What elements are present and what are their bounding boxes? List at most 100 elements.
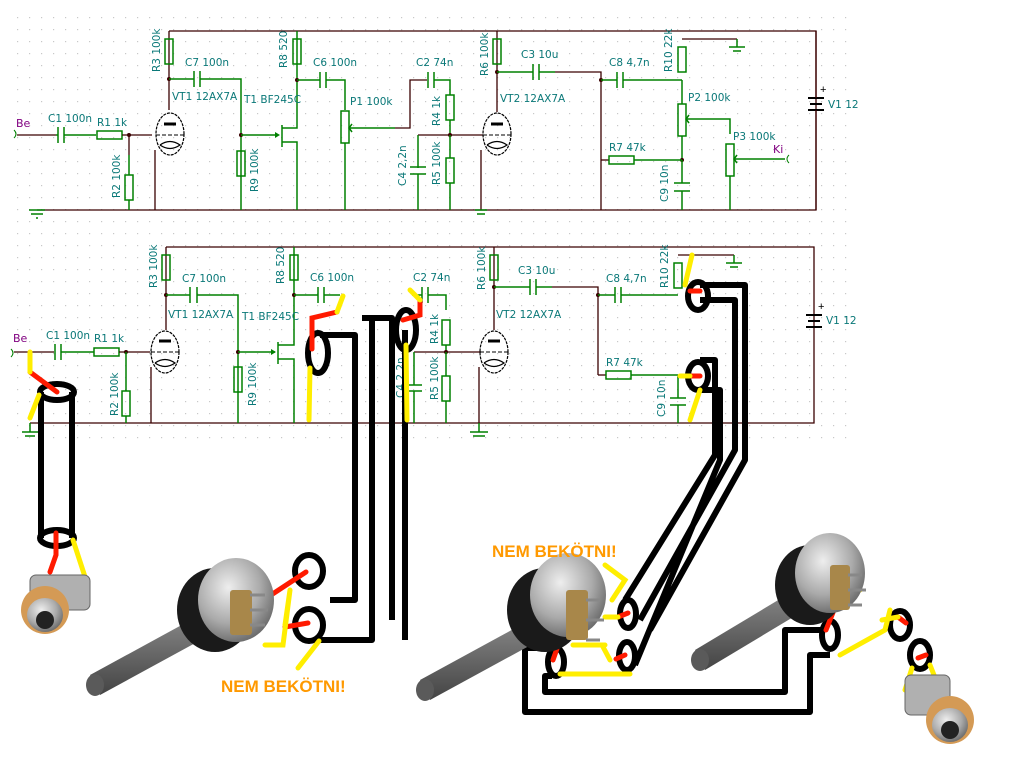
R10-label: R10 22k <box>659 244 671 288</box>
C1-label: C1 100n <box>48 113 92 125</box>
R9-label: R9 100k <box>249 148 261 192</box>
R7-label: R7 47k <box>609 142 647 154</box>
C3-label: C3 10u <box>518 265 555 277</box>
battery-polarity: + <box>818 301 824 313</box>
R10-resistor <box>673 254 742 289</box>
R8-label: R8 520 <box>278 31 290 68</box>
C7-capacitor <box>166 287 239 423</box>
P2-potentiometer <box>677 80 731 160</box>
supply-rail <box>30 246 815 424</box>
R10-resistor <box>677 38 745 73</box>
R8-resistor <box>289 254 299 281</box>
R6-label: R6 100k <box>476 246 488 290</box>
R6-label: R6 100k <box>479 32 491 76</box>
P1-label: P1 100k <box>350 96 393 108</box>
C1-capacitor <box>54 344 94 360</box>
V1-battery <box>806 314 822 328</box>
pot-P3 <box>691 533 866 671</box>
R7-label: R7 47k <box>606 357 644 369</box>
warning-text-2: NEM BEKÖTNI! <box>492 542 617 561</box>
C4-label: C4 2,2n <box>397 145 409 186</box>
warning-text-1: NEM BEKÖTNI! <box>221 677 346 696</box>
R2-resistor <box>124 135 134 210</box>
T1-jfet <box>241 31 298 210</box>
C2-capacitor <box>427 72 451 95</box>
R4-resistor <box>445 94 455 135</box>
C6-capacitor <box>297 72 395 210</box>
C6-label: C6 100n <box>310 272 354 284</box>
VT1-tube <box>150 247 180 423</box>
R2-label: R2 100k <box>109 372 121 416</box>
R4-label: R4 1k <box>429 313 441 344</box>
VT2-label: VT2 12AX7A <box>500 93 566 105</box>
C7-label: C7 100n <box>182 273 226 285</box>
V1-label: V1 12 <box>828 99 859 111</box>
output-jack <box>904 674 974 744</box>
R3-label: R3 100k <box>148 244 160 288</box>
C2-label: C2 74n <box>413 272 450 284</box>
R10-label: R10 22k <box>663 28 675 72</box>
ground-symbol <box>22 423 488 437</box>
wire <box>395 79 427 129</box>
P2-label: P2 100k <box>688 92 731 104</box>
C9-capacitor <box>670 375 686 423</box>
R6-resistor <box>492 38 502 65</box>
pot-P1 <box>86 558 274 696</box>
C3-capacitor <box>497 64 602 210</box>
input-port-label: Be <box>13 332 28 345</box>
C9-capacitor <box>674 160 690 210</box>
R5-resistor <box>445 135 455 210</box>
battery-polarity: + <box>820 84 826 96</box>
T1-jfet <box>238 247 295 423</box>
schematic-original: Be C1 100n R1 1k R2 100k VT1 12AX7A R3 1… <box>13 28 859 219</box>
input-jack <box>21 574 91 634</box>
C3-capacitor <box>494 279 599 375</box>
R2-resistor <box>121 352 131 423</box>
VT1-tube <box>154 31 185 210</box>
R6-resistor <box>489 254 499 281</box>
output-connector-icon <box>786 154 790 164</box>
C9-label: C9 10n <box>659 165 671 202</box>
VT2-label: VT2 12AX7A <box>496 309 562 321</box>
C3-label: C3 10u <box>521 49 558 61</box>
P3-potentiometer <box>725 143 785 210</box>
R2-label: R2 100k <box>111 154 123 198</box>
C6-capacitor <box>294 287 340 303</box>
P3-label: P3 100k <box>733 131 776 143</box>
V1-label: V1 12 <box>826 315 857 327</box>
R7-resistor <box>601 155 682 165</box>
pot-P2 <box>416 553 606 701</box>
C9-label: C9 10n <box>656 380 668 417</box>
R3-label: R3 100k <box>151 28 163 72</box>
schematic-wiring: Be C1 100n R1 1k R2 100k VT1 12AX7A R3 1… <box>10 244 857 437</box>
R5-resistor <box>441 352 451 423</box>
C1-capacitor <box>56 127 96 143</box>
C6-label: C6 100n <box>313 57 357 69</box>
C8-label: C8 4,7n <box>606 273 647 285</box>
input-port-label: Be <box>16 117 31 130</box>
input-cable <box>27 349 91 589</box>
R5-label: R5 100k <box>429 356 441 400</box>
C8-label: C8 4,7n <box>609 57 650 69</box>
C4-capacitor <box>410 135 426 210</box>
ground-symbol <box>29 209 487 219</box>
C1-label: C1 100n <box>46 330 90 342</box>
VT1-label: VT1 12AX7A <box>168 309 234 321</box>
R3-resistor <box>161 254 171 281</box>
V1-battery <box>808 31 824 210</box>
input-connector-icon <box>10 348 14 358</box>
R9-label: R9 100k <box>247 362 259 406</box>
R9-resistor <box>233 366 243 393</box>
R1-label: R1 1k <box>94 333 125 345</box>
R5-label: R5 100k <box>431 141 443 185</box>
input-connector-icon <box>13 129 17 139</box>
R8-label: R8 520 <box>275 247 287 284</box>
C7-label: C7 100n <box>185 57 229 69</box>
R7-resistor <box>598 370 678 380</box>
C4-capacitor <box>406 352 422 423</box>
R9-resistor <box>236 150 246 177</box>
output-port-label: Ki <box>773 143 783 156</box>
T1-label: T1 BF245C <box>243 94 301 106</box>
VT1-label: VT1 12AX7A <box>172 91 238 103</box>
